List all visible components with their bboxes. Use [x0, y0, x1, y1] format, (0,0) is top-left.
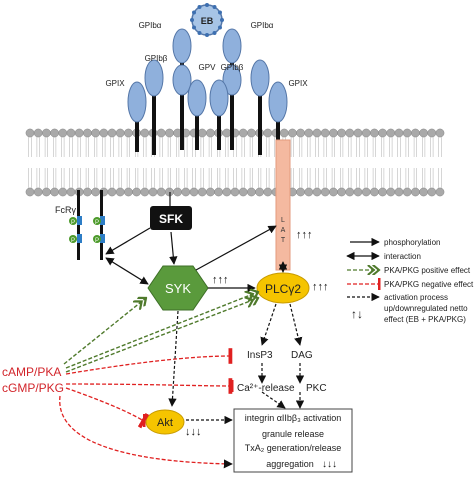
gpv-label: GPV	[199, 63, 217, 72]
legend-activation: activation process	[384, 293, 448, 302]
positive-effect-arrows	[63, 292, 258, 373]
akt-down-arrows: ↓↓↓	[185, 426, 202, 438]
insp3-label: InsP3	[247, 350, 273, 361]
cgmp-pkg-label: cGMP/PKG	[2, 381, 64, 395]
legend-updown-icon: ↑↓	[351, 307, 363, 321]
phospho-p-icon	[69, 217, 77, 225]
syk-label: SYK	[165, 281, 191, 296]
eb-label: EB	[201, 16, 214, 26]
svg-text:L: L	[281, 217, 285, 224]
legend-netto-line1: up/downregulated netto	[384, 304, 468, 313]
lat-up-arrows: ↑↑↑	[296, 229, 313, 241]
dag-label: DAG	[291, 350, 313, 361]
legend-phosphorylation: phosphorylation	[384, 238, 440, 247]
phospho-p-icon	[93, 235, 101, 243]
gpib-beta-left-label: GPIbβ	[145, 54, 168, 63]
legend: phosphorylation interaction PKA/PKG posi…	[346, 237, 474, 324]
gpib-ix-v-complex: EB GPIbα GPIbα GPIbβ GPIbβ GPIX GPIX GPV	[105, 3, 308, 155]
gpix-left-domain	[127, 81, 147, 123]
gpib-beta-right-label: GPIbβ	[221, 63, 244, 72]
legend-negative: PKA/PKG negative effect	[384, 280, 474, 289]
svg-text:A: A	[281, 227, 286, 234]
gpix-left-label: GPIX	[105, 79, 125, 88]
gpib-beta-left-domain	[144, 59, 164, 97]
effect-aggregation: aggregation	[266, 459, 314, 469]
fcr-gamma-chains: FcRγ P P P P	[55, 190, 105, 260]
plcg2-node: PLCγ2 ↑↑↑	[256, 272, 329, 304]
gpib-alpha-right-label: GPIbα	[251, 21, 274, 30]
svg-text:T: T	[281, 237, 286, 244]
gpib-beta-right-domain	[250, 59, 270, 97]
effect-granule: granule release	[262, 429, 324, 439]
plc-up-arrows: ↑↑↑	[312, 281, 329, 293]
activation-arrows	[168, 303, 305, 425]
gpib-alpha-left-domain	[172, 28, 192, 64]
aggregation-down-arrows: ↓↓↓	[322, 459, 337, 470]
legend-netto-line2: effect (EB + PKA/PKG)	[384, 315, 466, 324]
effect-txa2: TxA₂ generation/release	[245, 443, 342, 453]
lat-adaptor: L A T ↑↑↑	[275, 139, 313, 271]
akt-label: Akt	[157, 417, 173, 429]
ca-release-label: Ca²⁺-release	[237, 383, 295, 394]
functional-effects-box: integrin αIIbβ₃ activation granule relea…	[233, 408, 353, 473]
legend-positive: PKA/PKG positive effect	[384, 266, 471, 275]
gpix-right-label: GPIX	[288, 79, 308, 88]
svg-text:P: P	[95, 238, 99, 244]
sfk-label: SFK	[159, 212, 183, 226]
plcg2-label: PLCγ2	[265, 282, 301, 296]
sfk-node: SFK	[150, 206, 192, 230]
phospho-p-icon	[69, 235, 77, 243]
gpib-alpha-right-domain	[222, 28, 242, 64]
gpib-alpha-left-label: GPIbα	[139, 21, 162, 30]
gpix-right-domain	[268, 81, 288, 123]
svg-text:P: P	[71, 220, 75, 226]
svg-text:P: P	[71, 238, 75, 244]
svg-text:P: P	[95, 220, 99, 226]
camp-pka-label: cAMP/PKA	[2, 365, 61, 379]
pkc-label: PKC	[306, 383, 327, 394]
eb-sphere: EB	[190, 3, 224, 37]
effect-integrin: integrin αIIbβ₃ activation	[245, 413, 342, 423]
fcr-label: FcRγ	[55, 205, 76, 215]
syk-up-arrows: ↑↑↑	[212, 274, 229, 286]
cell-membrane	[25, 128, 445, 197]
akt-node: Akt ↓↓↓	[145, 409, 202, 438]
legend-interaction: interaction	[384, 252, 421, 261]
gpv-domain	[187, 79, 207, 117]
solid-arrows	[105, 192, 288, 293]
syk-node: SYK ↑↑↑	[147, 265, 229, 311]
phospho-p-icon	[93, 217, 101, 225]
negative-effect-lines	[59, 348, 233, 469]
